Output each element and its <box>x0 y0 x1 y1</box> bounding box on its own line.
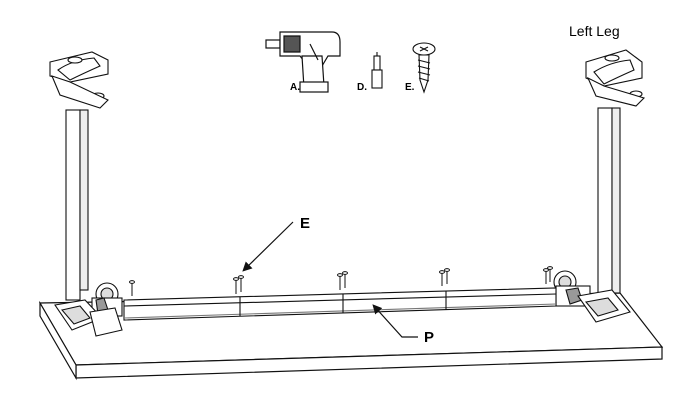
screw-marker <box>129 280 135 296</box>
cross-beam-p <box>123 287 557 321</box>
callout-e-arrow <box>242 221 294 272</box>
screw-marker <box>547 266 553 282</box>
screw-marker <box>233 277 239 294</box>
leg-right-side <box>553 49 646 323</box>
drill-icon <box>265 31 341 93</box>
screw-markers <box>129 266 553 296</box>
left-leg-label: Left Leg <box>569 23 620 39</box>
screw-marker <box>444 268 450 284</box>
tool-label-e: E. <box>405 82 415 93</box>
bit-icon <box>371 52 383 89</box>
leg-left-side <box>49 51 123 337</box>
callout-p-label: P <box>424 329 434 346</box>
callout-e-label: E <box>300 215 310 232</box>
screw-marker <box>543 268 549 284</box>
screw-marker <box>337 273 343 290</box>
screw-icon <box>412 42 436 94</box>
screw-marker <box>439 270 445 286</box>
screw-marker <box>238 275 244 292</box>
tool-label-d: D. <box>357 82 367 93</box>
tool-label-a: A. <box>290 82 300 93</box>
callout-p-arrow <box>372 304 418 338</box>
screw-marker <box>342 271 348 288</box>
